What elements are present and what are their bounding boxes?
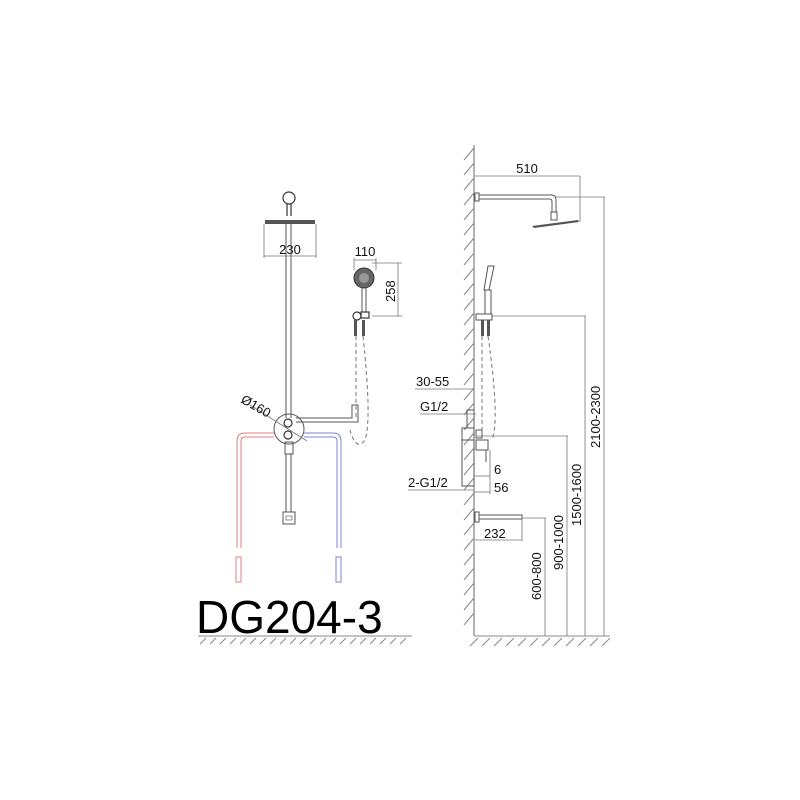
side-hose — [481, 335, 496, 441]
wall-hatch — [463, 147, 475, 626]
side-rain-head — [532, 220, 579, 228]
dim-spout-height: 600-800 — [529, 552, 544, 600]
dim-holder-height: 1500-1600 — [569, 464, 584, 526]
dim-head-height: 2100-2300 — [588, 386, 603, 448]
side-mixer-knob — [475, 429, 483, 439]
side-tub-spout — [479, 514, 523, 520]
dim-dual-inlet: 2-G1/2 — [408, 475, 448, 490]
side-view: 510 2100-2300 1500-1600 900-1000 30-55 G… — [408, 145, 611, 647]
arm-hook — [282, 191, 296, 205]
model-number: DG204-3 — [196, 591, 383, 643]
dim-inlet-thread: G1/2 — [420, 399, 448, 414]
dim-spout-length: 232 — [484, 526, 506, 541]
dim-wall-depth: 30-55 — [416, 374, 449, 389]
mixer-knob — [283, 430, 293, 440]
floor-hatch — [199, 637, 407, 645]
mixer-plate — [273, 413, 305, 445]
dim-hand-width: 110 — [355, 244, 376, 259]
rain-shower-head — [265, 220, 315, 224]
hose — [349, 335, 369, 445]
side-holder — [475, 313, 493, 321]
dim-mixer-diameter: Ø160 — [239, 392, 274, 421]
cold-water-pipe — [304, 432, 342, 548]
front-view: 230 110 258 Ø160 — [196, 191, 412, 645]
dim-offset-6: 6 — [494, 462, 501, 477]
hand-shower-holder — [352, 311, 362, 321]
shower-arm — [479, 194, 557, 212]
dim-arm-length: 510 — [516, 161, 538, 176]
tub-spout-front — [282, 511, 296, 525]
side-hand-shower — [483, 265, 495, 291]
dim-hand-height: 258 — [383, 280, 398, 302]
hot-water-pipe — [236, 432, 274, 548]
side-floor-hatch — [469, 637, 611, 647]
dim-mixer-height: 900-1000 — [551, 515, 566, 570]
dim-rain-width: 230 — [279, 242, 301, 257]
diverter-knob — [283, 418, 293, 428]
dim-offset-56: 56 — [494, 480, 508, 495]
